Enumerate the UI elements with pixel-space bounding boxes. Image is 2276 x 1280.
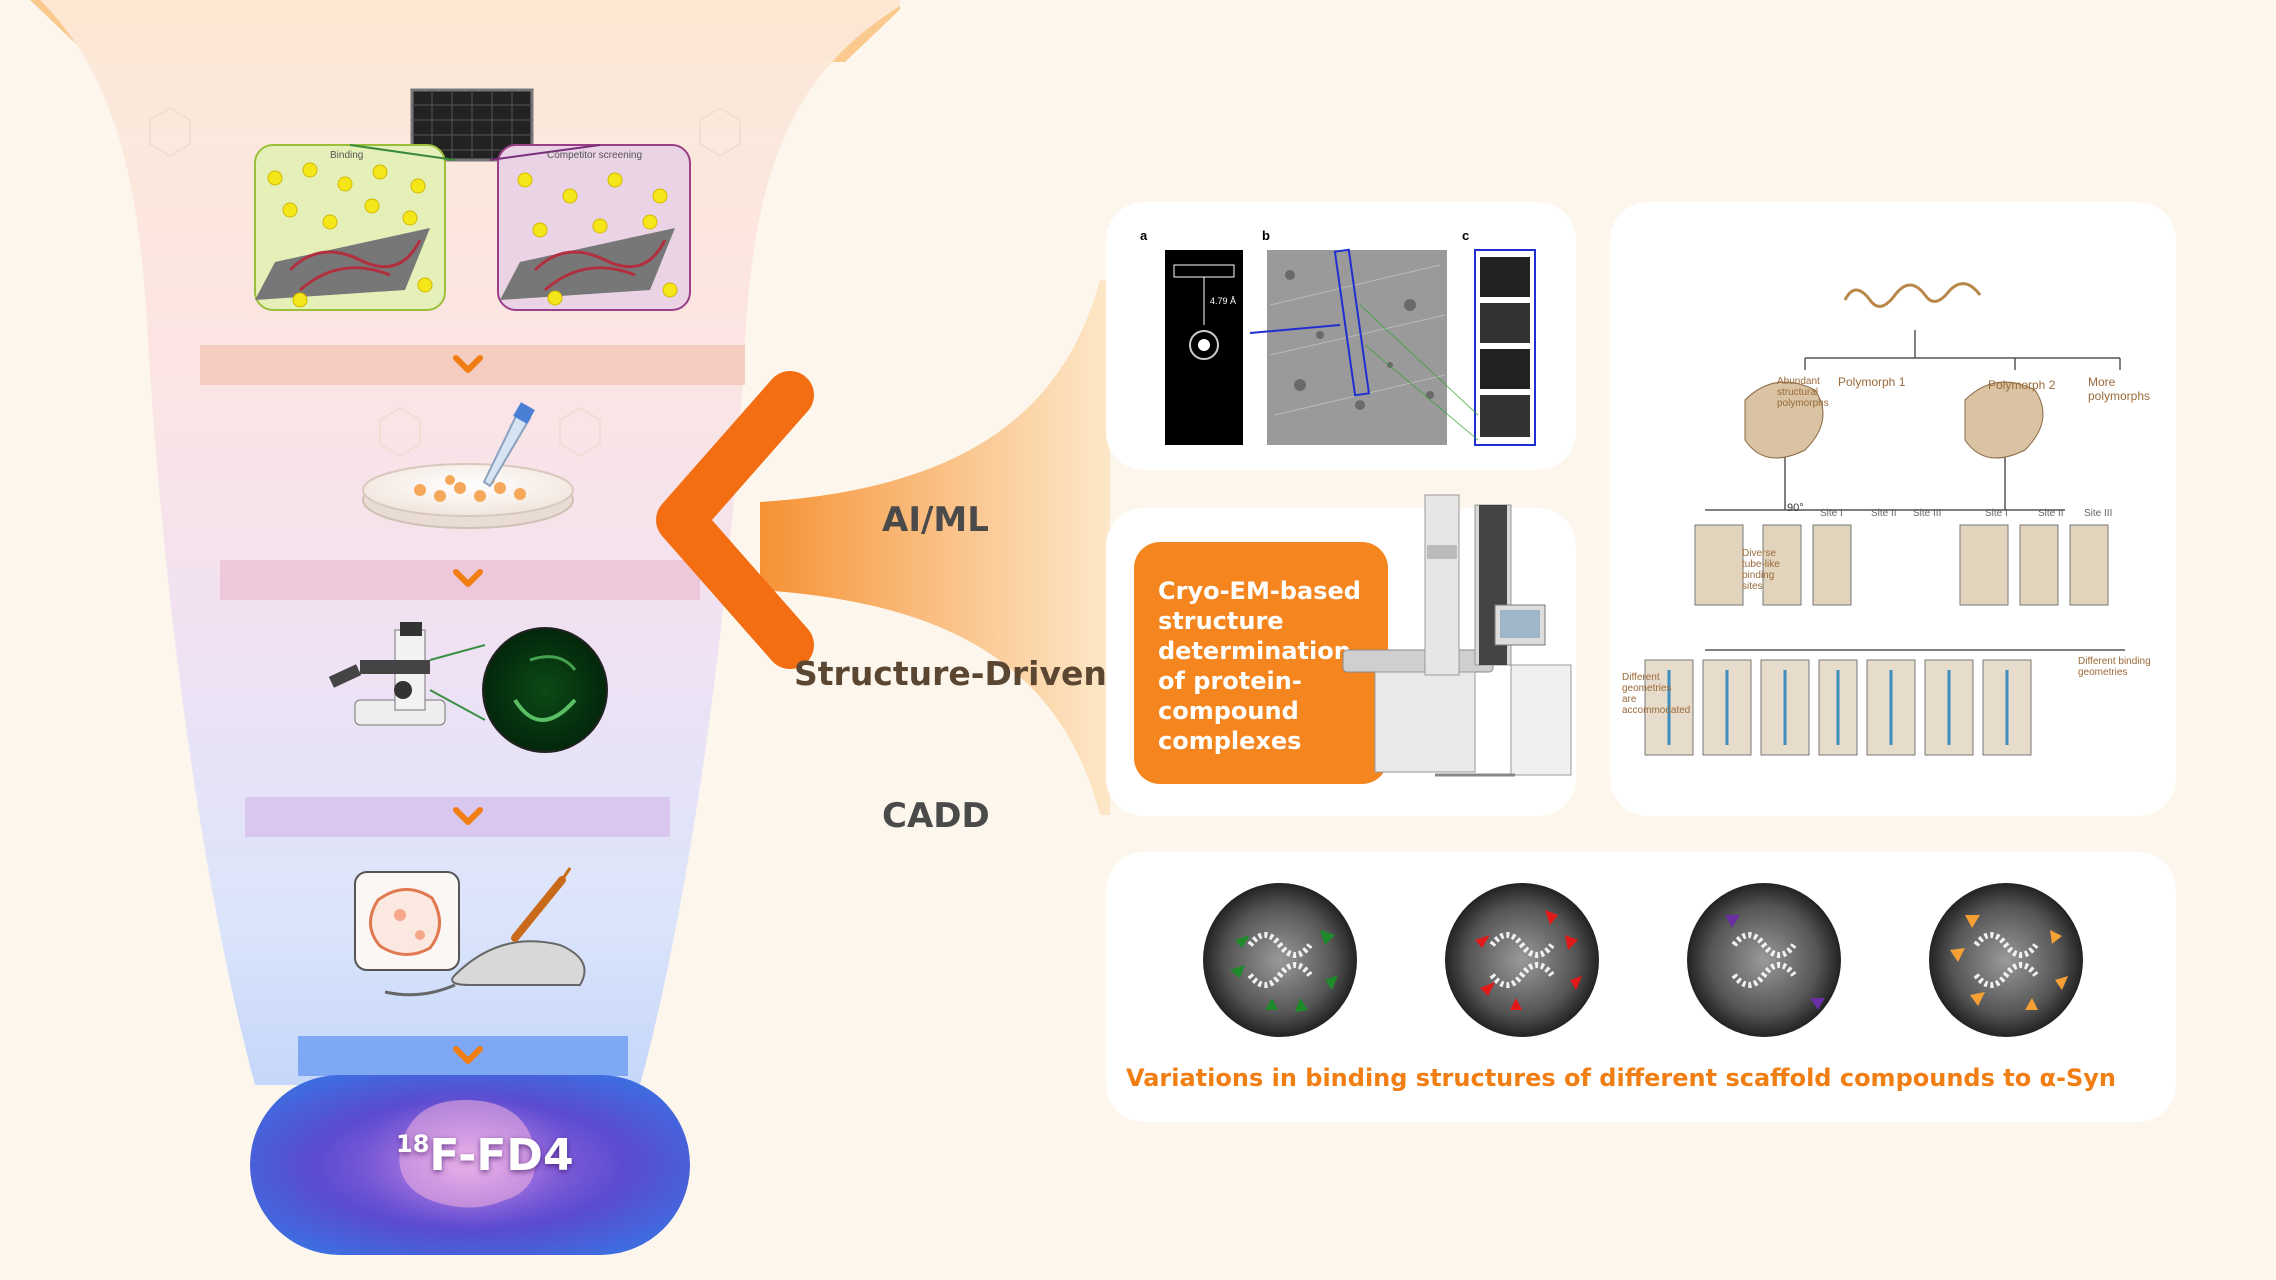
more-polymorphs-label: More polymorphs [2088, 375, 2151, 403]
competitor-screening-label: Competitor screening [547, 150, 643, 161]
method-ai-ml: AI/ML [882, 500, 989, 540]
site-label: Site III [2084, 508, 2113, 519]
cryo-line: complexes [1158, 727, 1302, 755]
density-map [1203, 883, 1357, 1037]
converging-arrow [656, 280, 1110, 815]
fluorescence-image [482, 627, 608, 753]
in-vivo-illustration [354, 867, 586, 997]
fibril-surface [255, 228, 430, 300]
site-label: Site I [1985, 508, 2008, 519]
binding-label: Binding [330, 150, 364, 161]
density-map [1929, 883, 2083, 1037]
panel-b-label: b [1262, 228, 1270, 243]
diverse-sites-label: Diverse tube-like binding sites [1742, 548, 1780, 592]
micrograph [1267, 250, 1447, 445]
cryo-em-microscope-icon [1342, 494, 1572, 777]
geometries-label: Different geometries are accommodated [1622, 672, 1691, 716]
chevron-left-icon [656, 371, 814, 669]
em-data-figure [1165, 248, 1536, 446]
syringe-icon [511, 876, 566, 942]
isotope-mass: 18 [396, 1130, 430, 1158]
chevron-down-icon [453, 355, 483, 373]
funnel-band-3 [245, 797, 670, 837]
chevron-down-icon [453, 807, 483, 825]
method-cadd: CADD [882, 796, 990, 836]
site-label: Site II [2038, 508, 2064, 519]
polymorph-2-label: Polymorph 2 [1988, 378, 2056, 392]
chevron-down-icon [453, 569, 483, 587]
green-markers [1230, 930, 1338, 1012]
discovery-funnel [30, 0, 900, 1255]
petri-dish-illustration [362, 402, 574, 529]
density-map [1445, 883, 1599, 1037]
chevron-down-icon [453, 1046, 483, 1064]
polymorph-1-label: Polymorph 1 [1838, 375, 1906, 389]
compound-name: F-FD4 [429, 1130, 574, 1181]
screening-illustration [254, 88, 691, 311]
binding-density-maps [1203, 883, 2083, 1037]
site-label: Site III [1913, 508, 1942, 519]
cryo-em-description: Cryo-EM-based structure determination of… [1134, 542, 1388, 784]
microscope-illustration [328, 622, 608, 753]
site-label: Site I [1820, 508, 1843, 519]
binding-variation-caption: Variations in binding structures of diff… [1125, 1064, 2117, 1092]
fibril-surface [500, 228, 675, 300]
rotation-label: 90° [1787, 502, 1804, 514]
abundant-polymorphs-label: Abundant structural polymorphs [1777, 376, 1829, 409]
cryo-line: structure [1158, 607, 1284, 635]
site-label: Site II [1871, 508, 1897, 519]
resolution-label: 4.79 Å [1210, 296, 1237, 306]
cryo-line: compound [1158, 697, 1299, 725]
final-compound-label: 18F-FD4 [396, 1130, 574, 1181]
mouse-icon [451, 940, 586, 986]
panel-a-label: a [1140, 228, 1148, 243]
cryo-line: of protein- [1158, 667, 1302, 695]
orange-markers [1950, 915, 2068, 1010]
protein-chain-icon [1843, 282, 1982, 308]
density-map [1687, 883, 1841, 1037]
method-structure-driven: Structure-Driven [794, 654, 1107, 693]
red-markers [1475, 910, 1582, 1010]
purple-markers [1725, 915, 1825, 1010]
cryo-line: determination [1158, 637, 1351, 665]
polymorph-diagram [1644, 282, 2125, 756]
binding-geometries-label: Different binding geometries [2078, 656, 2151, 678]
panel-c-label: c [1462, 228, 1470, 243]
cryo-line: Cryo-EM-based [1158, 577, 1361, 605]
